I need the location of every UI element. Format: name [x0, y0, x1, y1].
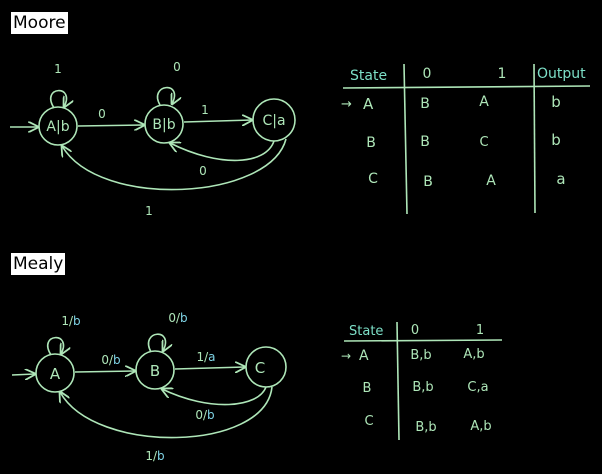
mealy-edge-b-c	[174, 367, 245, 369]
moore-row-a-on0: B	[420, 96, 430, 112]
mealy-initial-arrow: →	[341, 349, 351, 363]
moore-edge-c-a-label: 1	[145, 204, 153, 218]
moore-title: Moore	[11, 12, 68, 34]
mealy-start-arrow	[11, 374, 35, 375]
moore-row-a-output: b	[551, 93, 561, 111]
moore-edge-b-c-label: 1	[201, 103, 209, 117]
moore-initial-arrow: →	[341, 97, 352, 112]
moore-row-b-output: b	[551, 131, 561, 149]
mealy-edge-a-a-label: 1/b	[61, 314, 80, 328]
moore-state-c-label: C|a	[262, 113, 285, 129]
mealy-state-b-label: B	[150, 362, 160, 380]
moore-table-header-1: 1	[498, 66, 507, 82]
mealy-row-b-state: B	[363, 381, 372, 396]
mealy-table-header-0: 0	[411, 323, 419, 338]
mealy-state-c	[245, 346, 287, 388]
mealy-edge-c-a-label: 1/b	[145, 449, 164, 463]
mealy-row-c-on0: B,b	[415, 420, 436, 435]
mealy-row-b-on1: C,a	[467, 380, 488, 395]
mealy-edge-c-a	[60, 386, 273, 439]
moore-row-c-on0: B	[423, 174, 433, 190]
mealy-table-header-1: 1	[476, 323, 484, 338]
mealy-row-c-state: C	[364, 414, 373, 429]
mealy-edge-c-b	[162, 386, 267, 406]
moore-row-a-on1: A	[479, 94, 489, 110]
mealy-row-a-state: A	[359, 348, 369, 364]
moore-edge-a-a	[50, 89, 67, 108]
mealy-row-a-on0: B,b	[410, 348, 431, 363]
moore-diagram	[10, 86, 296, 191]
mealy-diagram	[11, 333, 287, 439]
moore-edge-c-b	[170, 140, 275, 162]
moore-edge-b-b	[156, 86, 175, 105]
mealy-state-a-label: A	[50, 365, 61, 383]
mealy-state-c-label: C	[255, 359, 265, 377]
moore-row-c-output: a	[556, 170, 565, 188]
moore-row-c-on1: A	[486, 173, 496, 189]
moore-table-lines	[342, 63, 591, 215]
mealy-edge-b-c-label: 1/a	[196, 350, 215, 364]
moore-edge-b-c	[183, 120, 252, 122]
moore-edge-c-a	[62, 138, 287, 191]
mealy-row-c-on1: A,b	[470, 419, 491, 434]
mealy-title: Mealy	[11, 253, 66, 275]
moore-table-header-output: Output	[537, 66, 586, 82]
mealy-edge-b-b	[147, 333, 166, 352]
mealy-edge-a-b-label: 0/b	[101, 353, 120, 367]
mealy-edge-b-b-label: 0/b	[168, 311, 187, 325]
moore-row-b-on0: B	[420, 134, 430, 150]
mealy-edge-c-b-label: 0/b	[195, 408, 214, 422]
moore-row-b-state: B	[366, 135, 376, 151]
moore-table-header-0: 0	[423, 66, 432, 82]
mealy-edge-a-b	[74, 371, 135, 372]
mealy-table-header-state: State	[349, 324, 383, 339]
moore-edge-a-b	[77, 125, 144, 126]
moore-edge-b-b-label: 0	[173, 60, 181, 74]
mealy-edge-a-a	[47, 336, 64, 355]
moore-state-a-label: A|b	[46, 119, 69, 135]
moore-row-b-on1: C	[479, 135, 488, 150]
mealy-row-b-on0: B,b	[412, 380, 433, 395]
moore-row-a-state: A	[363, 95, 374, 113]
mealy-table-lines	[343, 321, 503, 441]
moore-table-header-state: State	[350, 68, 387, 84]
moore-edge-a-b-label: 0	[98, 107, 106, 121]
moore-edge-a-a-label: 1	[54, 62, 62, 76]
moore-edge-c-b-label: 0	[199, 164, 207, 178]
mealy-row-a-on1: A,b	[463, 347, 484, 362]
moore-row-c-state: C	[368, 171, 378, 187]
moore-state-b-label: B|b	[152, 117, 175, 133]
